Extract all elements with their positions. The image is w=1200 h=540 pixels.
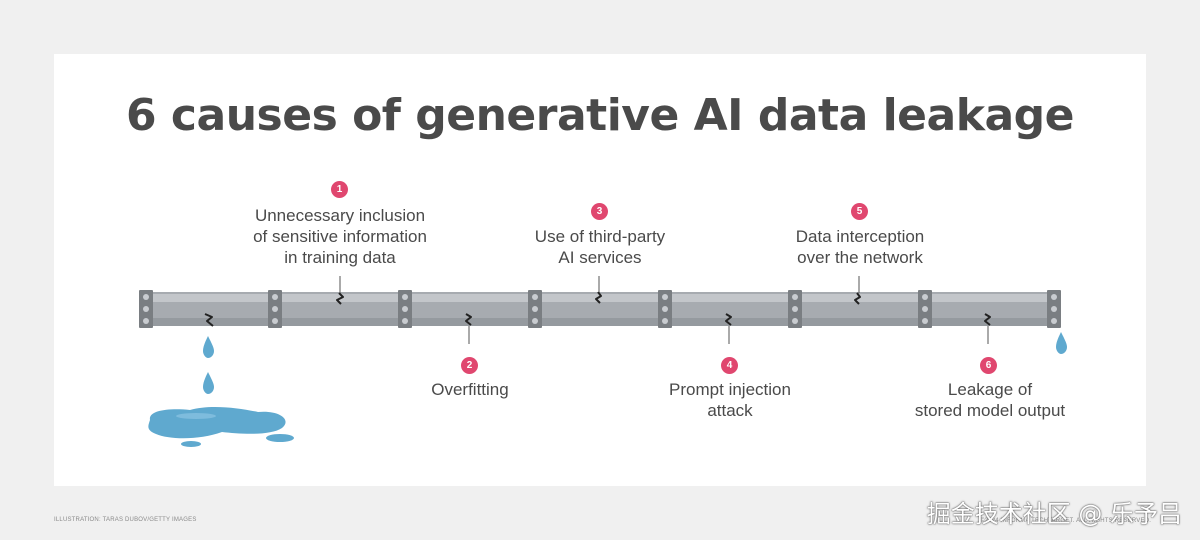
illustration-credit: ILLUSTRATION: TARAS DUBOV/GETTY IMAGES: [54, 517, 197, 523]
cause-label: Data interception over the network: [795, 227, 925, 267]
crack-icon: [984, 313, 991, 326]
cause-label: Unnecessary inclusion of sensitive infor…: [253, 206, 427, 267]
watermark: 掘金技术社区 @ 乐予吕: [926, 500, 1182, 528]
cause-number-badge: 3: [591, 203, 608, 220]
water-drop-icon: [203, 336, 214, 358]
crack-icon: [336, 292, 344, 305]
cause-number-badge: 4: [721, 357, 738, 374]
cause-label: Leakage of stored model output: [914, 380, 1066, 420]
cause-label: Prompt injection attack: [669, 380, 791, 420]
cause-label: Use of third-party AI services: [534, 227, 666, 267]
joint-bolts: [143, 294, 1057, 324]
crack-icon: [725, 313, 732, 326]
cause-label: Overfitting: [431, 380, 509, 399]
page-title: 6 causes of generative AI data leakage: [126, 90, 1075, 141]
pipe-joints: [139, 290, 1061, 328]
cause-number-badge: 1: [331, 181, 348, 198]
water-drop-icon: [1056, 332, 1067, 354]
cause-number-badge: 6: [980, 357, 997, 374]
copyright-notice: ©2024 INFORMA TECHTARGET. ALL RIGHTS RES…: [980, 518, 1152, 524]
crack-icon: [854, 292, 861, 305]
crack-icon: [465, 313, 472, 326]
cause-number-badge: 5: [851, 203, 868, 220]
puddle-icon: [148, 406, 294, 447]
pipe-highlight: [140, 294, 1060, 302]
crack-icon: [595, 291, 602, 304]
water-drop-icon: [203, 372, 214, 394]
cause-number-badge: 2: [461, 357, 478, 374]
crack-icon: [204, 313, 214, 327]
pipe-shadow: [140, 318, 1060, 326]
